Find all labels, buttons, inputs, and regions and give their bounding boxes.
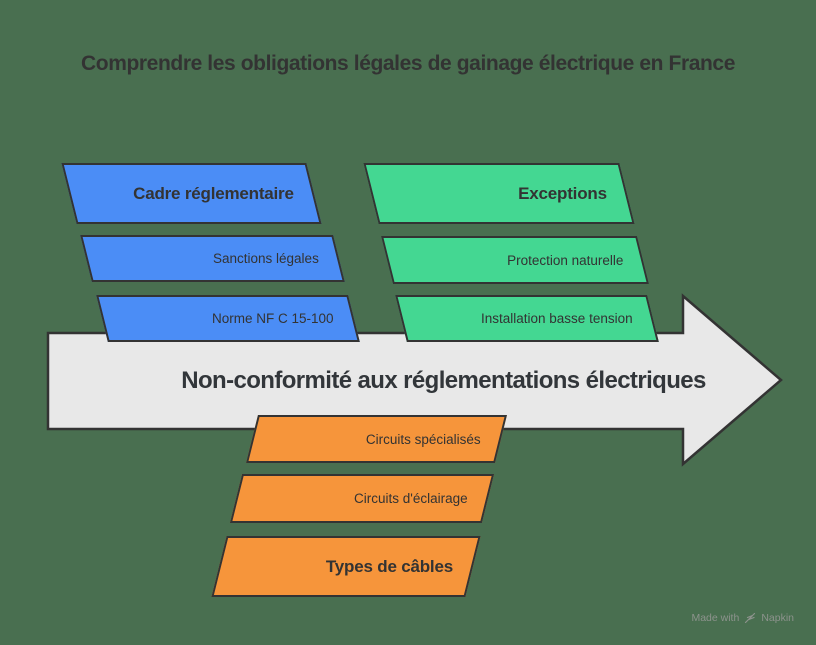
box-protection-naturelle: Protection naturelle [381, 236, 649, 284]
box-circuits-eclairage: Circuits d'éclairage [229, 474, 495, 523]
box-circuits-eclairage-label: Circuits d'éclairage [354, 491, 468, 506]
watermark-brand: Napkin [761, 612, 794, 624]
box-sanctions-legales: Sanctions légales [80, 235, 345, 282]
watermark: Made with Napkin [691, 610, 794, 626]
box-cadre-reglementaire: Cadre réglementaire [61, 163, 322, 224]
box-protection-naturelle-label: Protection naturelle [506, 252, 623, 268]
box-circuits-specialises: Circuits spécialisés [246, 415, 507, 463]
napkin-logo-icon [744, 612, 756, 624]
box-circuits-specialises-label: Circuits spécialisés [366, 431, 481, 447]
box-norme-nf-c-15-100-label: Norme NF C 15-100 [212, 311, 334, 326]
watermark-prefix: Made with [691, 612, 740, 624]
box-types-de-cables-label: Types de câbles [325, 556, 453, 576]
box-norme-nf-c-15-100: Norme NF C 15-100 [96, 295, 360, 342]
box-installation-basse-tension: Installation basse tension [395, 295, 659, 342]
box-types-de-cables: Types de câbles [211, 536, 481, 597]
box-installation-basse-tension-label: Installation basse tension [481, 311, 633, 326]
diagram-title: Comprendre les obligations légales de ga… [81, 52, 735, 75]
box-cadre-reglementaire-label: Cadre réglementaire [133, 183, 294, 203]
box-exceptions: Exceptions [363, 163, 635, 224]
box-exceptions-label: Exceptions [518, 183, 607, 203]
arrow-label: Non-conformité aux réglementations élect… [181, 367, 706, 394]
box-sanctions-legales-label: Sanctions légales [213, 251, 319, 266]
